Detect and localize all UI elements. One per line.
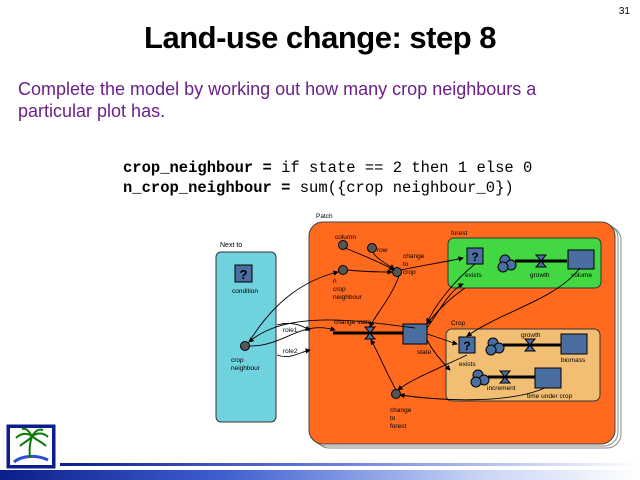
n-crop-neighbour-label-3: neighbour bbox=[333, 294, 363, 301]
n-crop-neighbour-label-2: crop bbox=[333, 286, 346, 293]
palm-tree-logo bbox=[6, 424, 56, 469]
change-to-forest-variable-icon[interactable] bbox=[391, 389, 401, 399]
stock-box-icon[interactable] bbox=[534, 367, 562, 389]
change-to-forest-label-3: forest bbox=[390, 423, 406, 430]
crop-time-label: time under crop bbox=[527, 393, 573, 400]
change-to-forest-label: change bbox=[390, 407, 412, 414]
row-variable-icon[interactable] bbox=[367, 243, 377, 253]
code-line1-var: crop_neighbour = bbox=[123, 159, 272, 177]
forest-volume-label: volume bbox=[571, 272, 592, 279]
valve-icon[interactable] bbox=[534, 254, 548, 268]
question-mark: ? bbox=[240, 267, 248, 282]
forest-growth-label: growth bbox=[530, 272, 550, 279]
row-label: row bbox=[377, 247, 388, 254]
influence-arrows bbox=[248, 247, 581, 401]
nextto-crop-neighbour-label: crop bbox=[231, 357, 244, 364]
question-icon[interactable] bbox=[458, 336, 476, 354]
nextto-condition-label: condition bbox=[232, 288, 258, 295]
forest-exists-label: exists bbox=[465, 272, 482, 279]
change-to-crop-label-2: to bbox=[403, 261, 409, 268]
model-diagram: Next to ? condition crop neighbour Patch… bbox=[215, 213, 622, 449]
crop-neighbour-variable-icon[interactable] bbox=[240, 341, 250, 351]
code-line2-expr: sum({crop neighbour_0}) bbox=[290, 179, 514, 197]
column-variable-icon[interactable] bbox=[338, 240, 348, 250]
code-line2-var: n_crop_neighbour = bbox=[123, 179, 291, 197]
slide-title: Land-use change: step 8 bbox=[144, 20, 496, 55]
crop-exists-label: exists bbox=[459, 361, 476, 368]
change-to-forest-label-2: to bbox=[390, 415, 396, 422]
stock-box-icon[interactable] bbox=[560, 333, 588, 355]
footer-bar bbox=[0, 470, 640, 480]
n-crop-neighbour-label: n bbox=[333, 278, 337, 285]
change-state-label: change state bbox=[334, 319, 372, 326]
crop-label: Crop bbox=[451, 320, 465, 327]
n-crop-neighbour-variable-icon[interactable] bbox=[338, 265, 348, 275]
column-label: column bbox=[335, 234, 356, 241]
forest-label: forest bbox=[451, 230, 467, 237]
crop-biomass-label: biomass bbox=[561, 357, 586, 364]
state-label: state bbox=[417, 349, 431, 356]
change-to-crop-label: change bbox=[403, 253, 425, 260]
slide-number: 31 bbox=[618, 6, 630, 17]
question-mark: ? bbox=[471, 250, 478, 264]
question-mark: ? bbox=[463, 339, 470, 353]
forest-box[interactable] bbox=[447, 237, 602, 289]
crop-growth-label: growth bbox=[521, 332, 541, 339]
cloud-source-icon bbox=[485, 337, 505, 356]
patch-label: Patch bbox=[316, 213, 333, 220]
footer-line bbox=[60, 463, 640, 466]
cloud-source-icon bbox=[497, 254, 517, 273]
change-to-crop-label-3: crop bbox=[403, 269, 416, 276]
nextto-crop-neighbour-label-2: neighbour bbox=[231, 365, 261, 372]
cloud-source-icon bbox=[470, 369, 490, 388]
crop-increment-label: increment bbox=[487, 385, 516, 392]
nextto-box[interactable] bbox=[215, 251, 277, 423]
nextto-label: Next to bbox=[220, 242, 242, 249]
stock-box-icon[interactable] bbox=[567, 249, 595, 270]
valve-icon[interactable] bbox=[523, 338, 537, 352]
code-line1-expr: if state == 2 then 1 else 0 bbox=[271, 159, 533, 177]
valve-icon[interactable] bbox=[498, 370, 512, 384]
code-block: crop_neighbour = if state == 2 then 1 el… bbox=[123, 158, 532, 198]
role1-label: role1 bbox=[283, 327, 298, 334]
intro-text: Complete the model by working out how ma… bbox=[18, 79, 537, 121]
question-icon[interactable] bbox=[234, 264, 253, 283]
role2-label: role2 bbox=[283, 348, 298, 355]
